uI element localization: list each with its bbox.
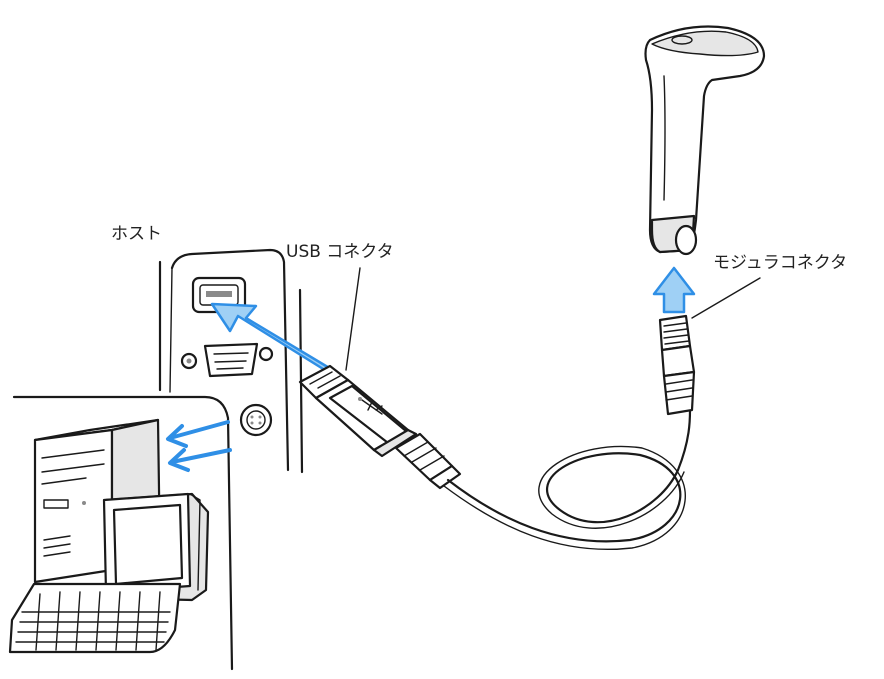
inset-arrows — [168, 422, 230, 470]
modular-connector-label: モジュラコネクタ — [713, 255, 847, 272]
barcode-scanner-icon — [646, 27, 765, 255]
cable — [444, 410, 690, 549]
usb-plug-icon — [300, 366, 460, 488]
usb-connector-label: USB コネクタ — [286, 244, 394, 261]
modular-plug-icon — [660, 316, 694, 414]
serial-port — [182, 344, 272, 376]
leader-lines — [346, 268, 760, 370]
ps2-port — [241, 405, 271, 435]
keyboard-icon — [10, 584, 180, 652]
host-computer-inset — [10, 397, 232, 669]
host-label: ホスト — [111, 226, 162, 243]
host-panel — [160, 250, 302, 472]
modular-insert-arrow — [654, 268, 694, 312]
